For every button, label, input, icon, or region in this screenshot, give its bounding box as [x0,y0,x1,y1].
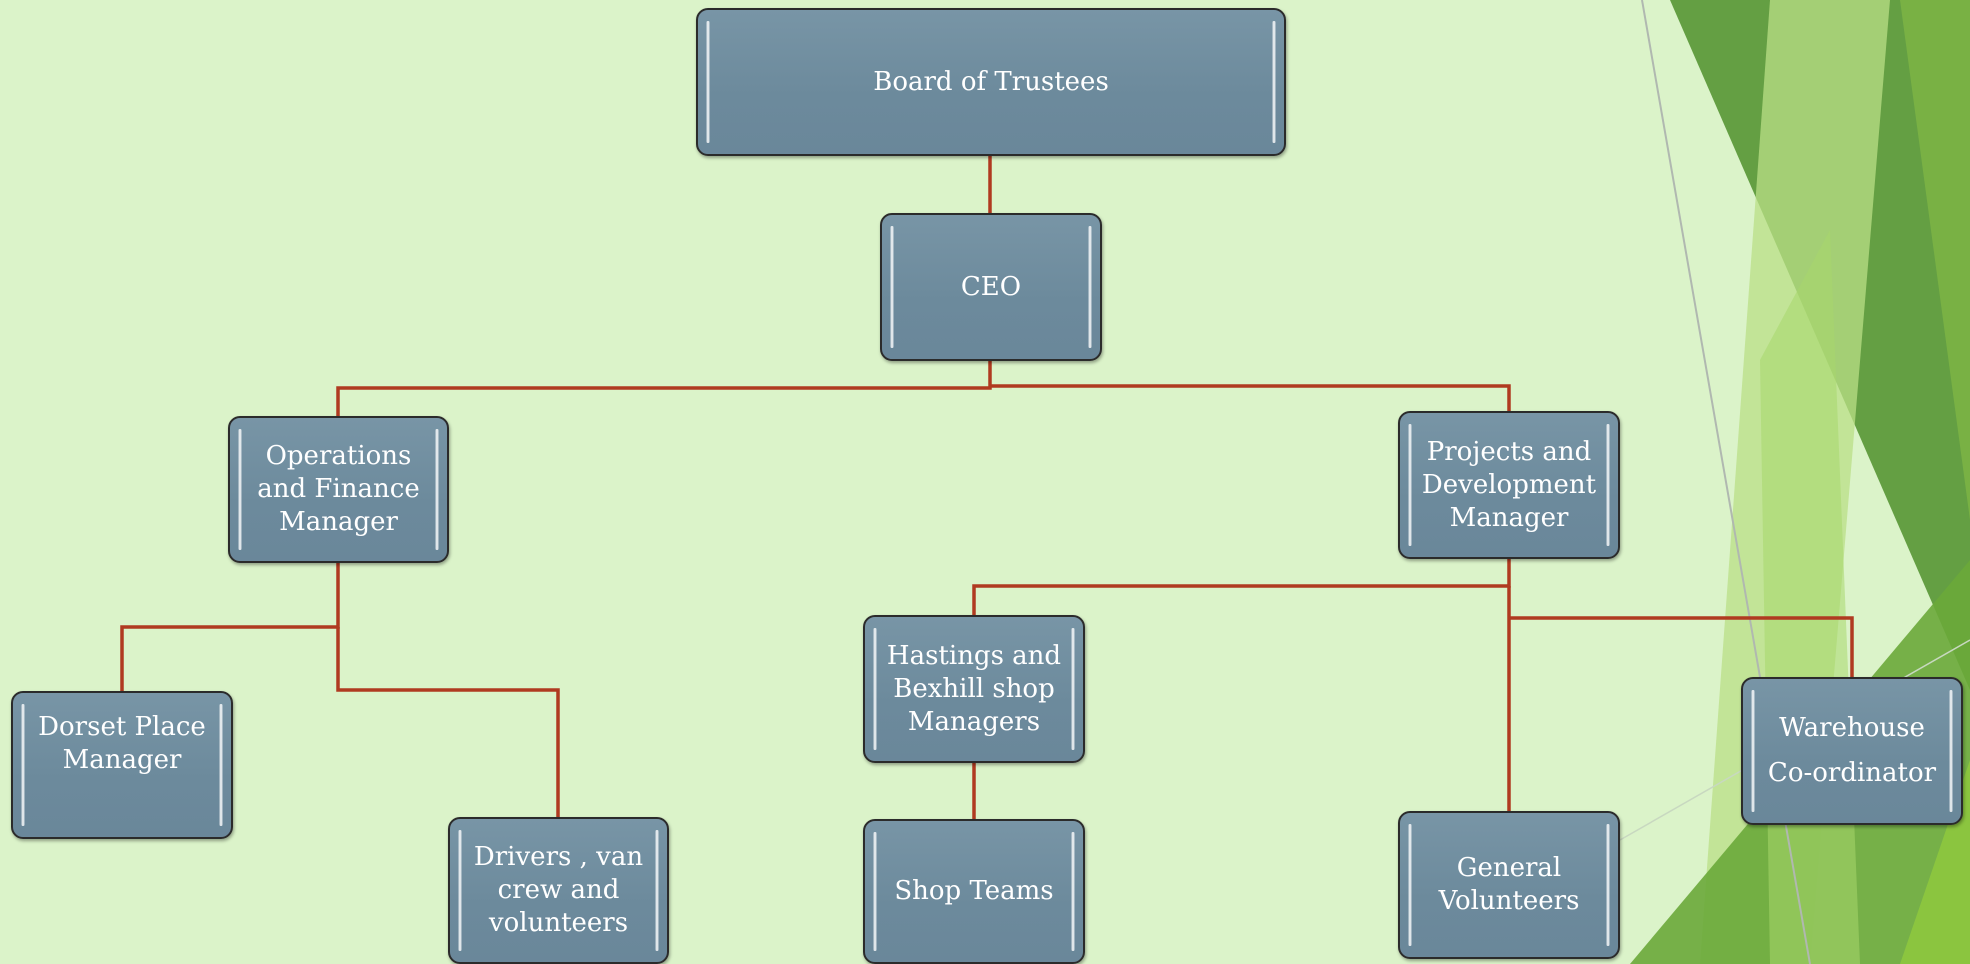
node-shop-teams[interactable]: Shop Teams [863,819,1085,964]
connector-ops-drivers [336,627,560,818]
node-warehouse-coordinator[interactable]: Warehouse Co-ordinator [1741,677,1963,825]
node-drivers-van-crew-volunteers[interactable]: Drivers , van crew and volunteers [448,817,669,964]
connector-projects-hastings [972,558,1511,616]
node-dorset-place-manager[interactable]: Dorset Place Manager [11,691,233,839]
node-general-volunteers[interactable]: General Volunteers [1398,811,1620,959]
node-board-of-trustees[interactable]: Board of Trustees [696,8,1286,156]
connector-ops-dorset [120,562,340,692]
node-ceo[interactable]: CEO [880,213,1102,361]
node-projects-development-manager[interactable]: Projects and Development Manager [1398,411,1620,559]
green-shape-mid [1900,0,1970,520]
node-hastings-bexhill-shop-managers[interactable]: Hastings and Bexhill shop Managers [863,615,1085,763]
node-operations-finance-manager[interactable]: Operations and Finance Manager [228,416,449,563]
connector-projects-warehouse [1509,616,1854,678]
connector-ceo-ops [336,360,992,417]
connector-ceo-projects [990,384,1511,412]
